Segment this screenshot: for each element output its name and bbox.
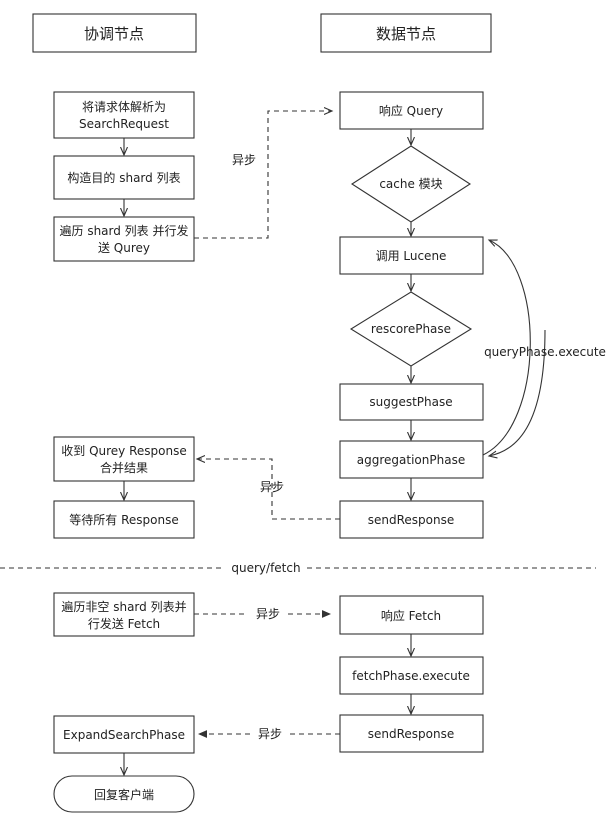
send-response-label-2: sendResponse xyxy=(368,727,455,741)
send-fetch-line1: 遍历非空 shard 列表并 xyxy=(61,600,186,614)
parse-request-line1: 将请求体解析为 xyxy=(82,100,166,114)
respond-query-label: 响应 Query xyxy=(379,103,443,118)
send-response-label-1: sendResponse xyxy=(368,513,455,527)
arrow-query-phase-loop-up xyxy=(482,240,531,456)
arrow-query-phase-loop-down xyxy=(489,329,546,456)
header-coordinator: 协调节点 xyxy=(84,25,144,43)
suggest-label: suggestPhase xyxy=(369,395,452,409)
async-label-3: 异步 xyxy=(256,607,280,621)
parse-request-box xyxy=(53,91,195,139)
parse-request-line2: SearchRequest xyxy=(79,117,169,131)
expand-search-label: ExpandSearchPhase xyxy=(63,728,185,742)
async-label-1: 异步 xyxy=(232,153,256,167)
respond-fetch-label: 响应 Fetch xyxy=(381,608,441,623)
send-fetch-line2: 行发送 Fetch xyxy=(88,616,160,631)
rescore-label: rescorePhase xyxy=(371,322,451,336)
dashed-send-query-to-data xyxy=(194,111,332,239)
receive-response-line2: 合并结果 xyxy=(100,460,148,475)
reply-client-label: 回复客户端 xyxy=(94,787,154,802)
cache-label: cache 模块 xyxy=(379,177,442,191)
async-label-4: 异步 xyxy=(258,727,282,741)
build-shard-list-label: 构造目的 shard 列表 xyxy=(67,170,180,185)
header-coordinator-box xyxy=(32,13,197,53)
async-label-2: 异步 xyxy=(260,480,284,494)
call-lucene-label: 调用 Lucene xyxy=(376,249,447,263)
send-query-line1: 遍历 shard 列表 并行发 xyxy=(60,223,189,238)
header-data-node: 数据节点 xyxy=(376,25,436,43)
dashed-response-to-coordinator xyxy=(197,459,340,520)
header-data-node-box xyxy=(320,13,492,53)
divider-label: query/fetch xyxy=(231,561,300,575)
aggregation-label: aggregationPhase xyxy=(357,453,465,467)
wait-all-label: 等待所有 Response xyxy=(69,513,178,527)
query-phase-execute-label: queryPhase.execute xyxy=(484,345,606,359)
receive-response-line1: 收到 Qurey Response xyxy=(61,444,186,458)
fetch-execute-label: fetchPhase.execute xyxy=(352,669,470,683)
send-query-line2: 送 Qurey xyxy=(98,240,150,255)
